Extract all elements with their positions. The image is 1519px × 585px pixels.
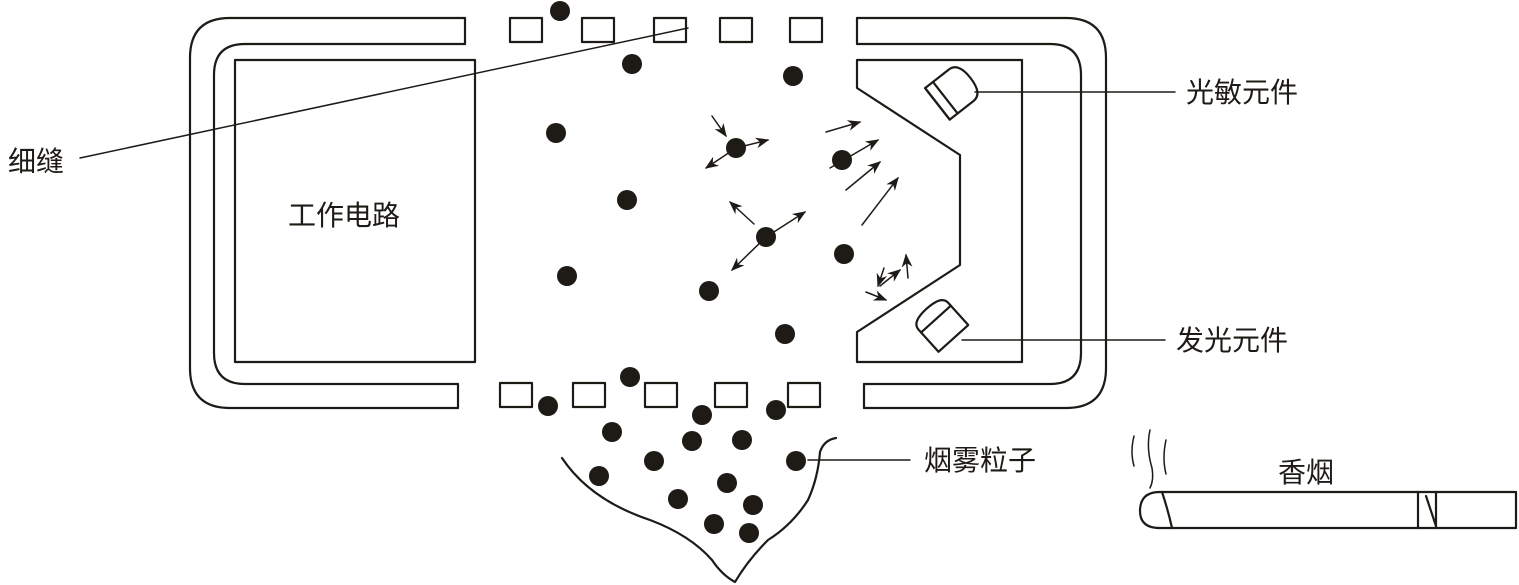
smoke-particles-inside [546, 1, 854, 387]
bottom-slits [498, 381, 822, 409]
scatter-arrows [704, 115, 913, 301]
circuit-box [233, 58, 477, 364]
emitter-label: 发光元件 [1176, 324, 1288, 357]
smoke-plume-outline [560, 436, 838, 584]
housing-left-outer [188, 16, 467, 410]
housing-right-outer [855, 16, 1108, 410]
housing-right-inner [855, 42, 1083, 386]
cigarette-label: 香烟 [1278, 456, 1334, 489]
optical-chamber [855, 58, 1024, 364]
housing-left-inner [212, 42, 467, 386]
smoke-particles-below [538, 396, 806, 543]
emitter-element [915, 298, 970, 353]
top-slits [508, 16, 824, 44]
slit-label: 细缝 [8, 145, 64, 178]
cigarette [1138, 490, 1518, 530]
smoke-particles-label: 烟雾粒子 [924, 444, 1036, 477]
cigarette-smoke-wisps [1131, 429, 1167, 489]
slit-leader-line [79, 27, 689, 159]
photosensor-label: 光敏元件 [1186, 76, 1298, 109]
circuit-label: 工作电路 [288, 199, 400, 232]
photosensor-element [923, 66, 979, 121]
